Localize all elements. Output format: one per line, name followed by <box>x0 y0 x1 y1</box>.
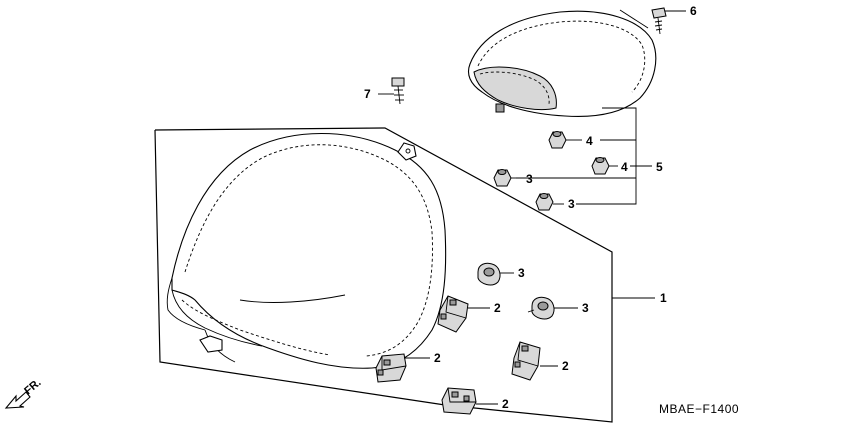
block-2d <box>441 387 477 415</box>
front-direction-arrow <box>4 391 31 409</box>
passenger-seat <box>467 10 657 117</box>
cushion-3b <box>535 193 554 211</box>
bolt-6 <box>651 7 667 35</box>
callout-2b: 2 <box>434 351 441 365</box>
main-seat-outline <box>154 127 613 423</box>
block-2a <box>437 295 469 333</box>
callout-7: 7 <box>364 87 371 101</box>
cushion-3d <box>527 296 555 320</box>
cushion-4a <box>548 131 567 149</box>
callout-4a: 4 <box>586 134 593 148</box>
callout-5: 5 <box>656 160 663 174</box>
callout-2d: 2 <box>502 397 509 411</box>
callout-1: 1 <box>660 291 667 305</box>
callout-2a: 2 <box>494 301 501 315</box>
bracket-5 <box>576 107 637 205</box>
callout-3d: 3 <box>582 301 589 315</box>
cushion-3a <box>493 169 512 187</box>
callout-3b: 3 <box>568 197 575 211</box>
callout-4b: 4 <box>621 160 628 174</box>
cushion-3c <box>477 262 501 286</box>
callout-3a: 3 <box>526 172 533 186</box>
block-2b <box>375 353 407 383</box>
callout-3c: 3 <box>518 266 525 280</box>
diagram-code: MBAE−F1400 <box>659 402 739 416</box>
block-2c <box>511 341 541 381</box>
cushion-4b <box>591 157 610 175</box>
callout-6: 6 <box>690 4 697 18</box>
callout-2c: 2 <box>562 359 569 373</box>
rider-seat <box>166 133 447 369</box>
bolt-7 <box>391 77 405 105</box>
